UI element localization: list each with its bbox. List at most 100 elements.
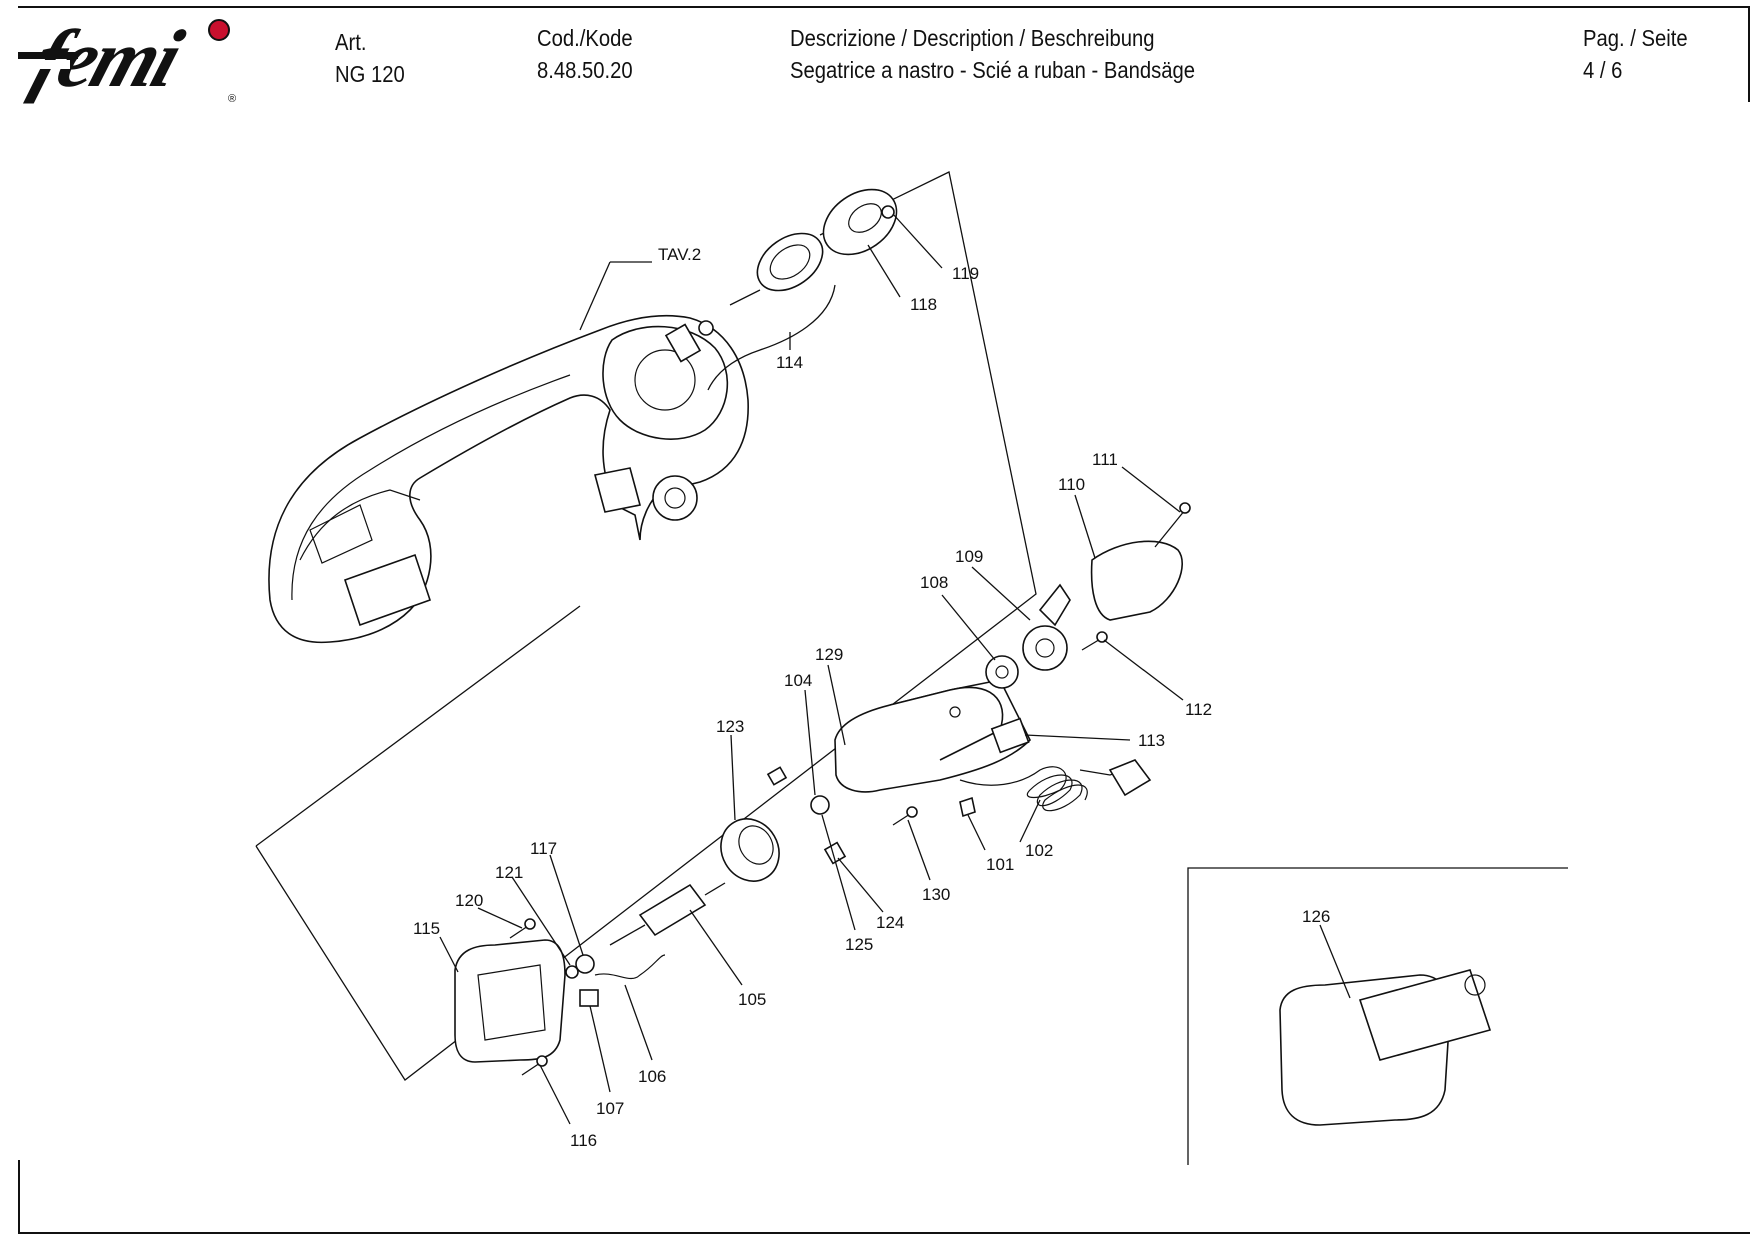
leader-tav2-2 [579,261,611,331]
stator-123 [720,818,780,882]
screw-120-shaft [509,925,529,939]
header-code: Cod./Kode 8.48.50.20 [537,22,633,86]
brush-holder-109-center [1035,638,1055,658]
leader-130 [907,819,931,881]
leader-119 [892,213,943,269]
logo-letters: femi [23,14,193,105]
callout-125: 125 [845,935,873,954]
brush-spring [1038,583,1071,627]
leader-115 [439,936,459,973]
leader-105 [689,909,743,986]
washer-119 [881,205,895,219]
motor-end-parts [985,502,1191,754]
callout-123: 123 [716,717,744,736]
callout-126: 126 [1302,907,1330,926]
cable-clamp-101 [959,796,976,818]
inset-assembly-126 [1279,969,1492,1126]
screw-112-head [1096,631,1108,643]
leader-106 [624,984,653,1061]
coiled-cable [959,766,1088,812]
gear-housing [602,325,729,440]
callout-tav2: TAV.2 [658,245,701,264]
logo-registered-mark: ® [228,93,236,105]
callout-109: 109 [955,547,983,566]
frame-guard-window [309,504,373,564]
callout-129: 129 [815,645,843,664]
callout-124: 124 [876,913,904,932]
callout-101: 101 [986,855,1014,874]
logo-wordmark: femi [23,14,193,105]
gear-group-bracket [707,284,836,391]
leader-104 [804,689,816,796]
end-housing-115 [454,918,666,1076]
femi-logo: femi ® [18,14,236,105]
gear-108-bore [995,665,1009,679]
leader-102 [1019,799,1041,843]
gear-cover-bore [848,203,882,233]
inset-frame [1187,867,1568,1165]
pinion-washer [698,320,714,336]
inset-motor [1358,969,1492,1061]
screw-120-head [524,918,536,930]
power-cable-102 [959,759,1152,818]
stator-123-core [738,825,774,865]
leader-129 [827,664,846,746]
end-housing-inner [477,964,546,1041]
leader-116 [539,1064,571,1125]
screw-130-head [906,806,918,818]
stator-parts [720,766,847,882]
leader-lines [439,213,1351,1125]
header-art-value: NG 120 [335,61,405,87]
leader-125 [821,814,856,931]
header-desc-label: Descrizione / Description / Beschreibung [790,25,1155,51]
rotor-shaft-front [609,924,646,946]
leader-117 [549,854,584,956]
frame-bottom-border [18,1232,1750,1234]
callout-105: 105 [738,990,766,1009]
gear-cover-118 [822,188,898,256]
header-description: Descrizione / Description / Beschreibung… [790,22,1195,86]
leader-120 [477,907,523,929]
header-code-value: 8.48.50.20 [537,57,633,83]
frame-top-border [18,6,1750,8]
rotor-shaft-rear [704,882,726,896]
screw-116-shaft [521,1062,541,1076]
logo-stripe-gap [18,60,70,69]
callout-111: 111 [1092,450,1118,469]
callout-107: 107 [596,1099,624,1118]
leader-124 [837,857,884,913]
callout-113: 113 [1138,731,1165,750]
pinion-gear [664,323,702,363]
callout-110: 110 [1058,475,1085,494]
gear-108 [985,655,1019,689]
brush-holder-125 [810,795,830,815]
leader-111 [1121,466,1181,513]
callout-labels: TAV.2 119 118 114 111 110 109 108 112 11… [413,245,1330,1150]
rotor-105 [609,882,726,946]
assembly-frame-diagonal [255,605,581,847]
callout-120: 120 [455,891,483,910]
callout-121: 121 [495,863,523,882]
leader-107 [589,1005,611,1093]
saw-frame-body [268,314,749,644]
gear-housing-bore [634,349,696,411]
brush-104 [766,766,788,786]
end-housing-shell [454,939,566,1063]
callout-108: 108 [920,573,948,592]
power-plug [1108,759,1152,797]
leader-108 [941,594,996,661]
assembly-frame-outline [255,171,1037,1081]
callout-117: 117 [530,839,557,858]
frame-inner-edge [291,374,571,601]
logo-red-dot [208,19,230,41]
leader-118 [867,244,901,298]
frame-guard-edge [299,489,421,561]
header-page-value: 4 / 6 [1583,57,1623,83]
large-gear-hub [769,244,811,280]
leader-123 [730,734,736,821]
callout-102: 102 [1025,841,1053,860]
leader-126 [1319,924,1351,999]
callout-118: 118 [910,295,937,314]
leader-101 [967,814,986,851]
